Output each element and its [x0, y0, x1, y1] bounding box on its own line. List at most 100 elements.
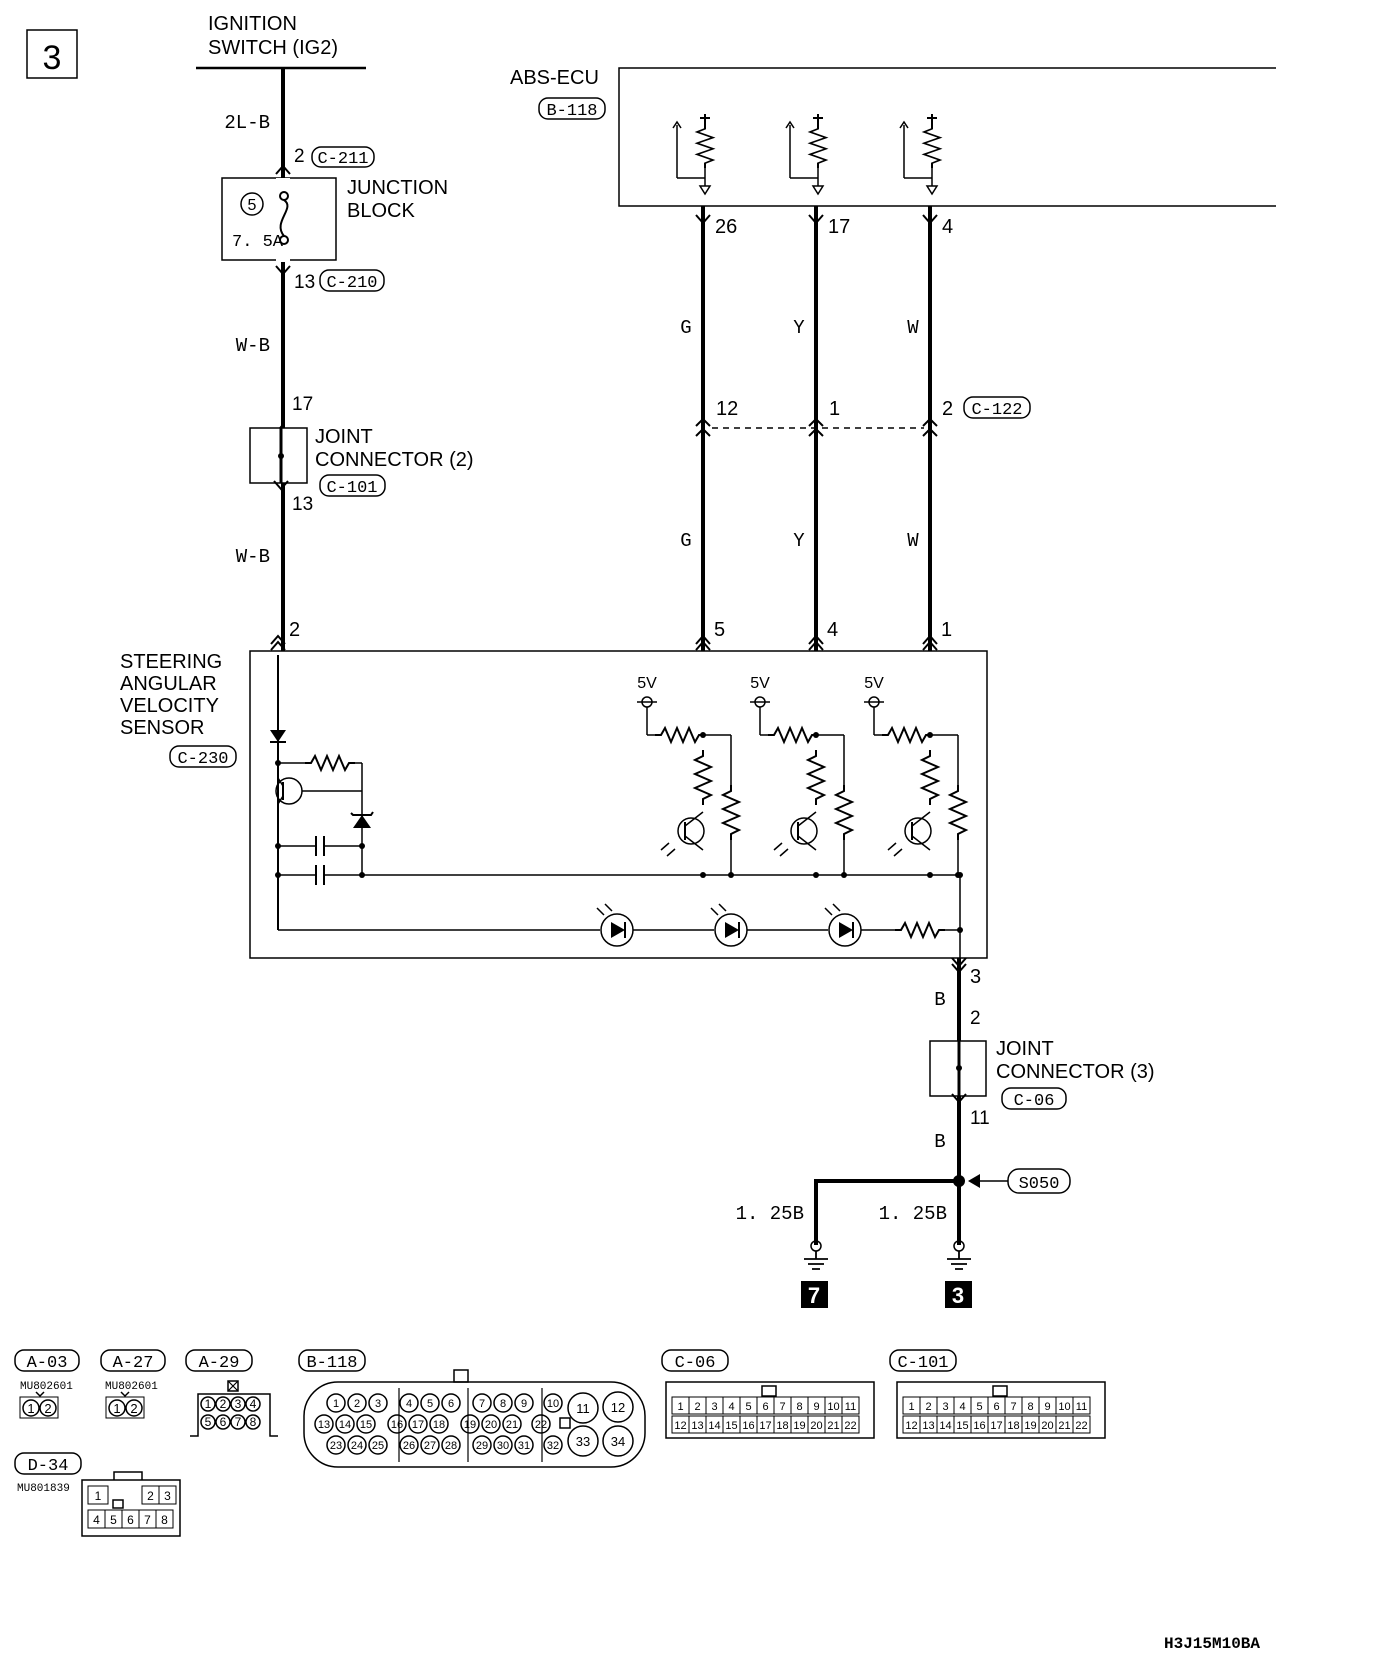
conn-b-118: B-118 [546, 102, 597, 121]
connector-pin-label: 1 [333, 1398, 339, 1410]
abs-ecu-label: ABS-ECU [510, 67, 599, 89]
connector-pin-label: 9 [813, 1401, 819, 1413]
connector-pin-label: 31 [518, 1440, 530, 1452]
connector-pin [472, 1393, 492, 1413]
svg-text:2: 2 [294, 146, 305, 167]
connector-pin [356, 1414, 376, 1434]
conn-c-211: C-211 [317, 150, 368, 169]
svg-text:5: 5 [248, 197, 257, 214]
connector-pin-label: 12 [674, 1420, 686, 1432]
connector-pin-label: 18 [776, 1420, 788, 1432]
connector-pin-label: 10 [827, 1401, 839, 1413]
svg-text:8: 8 [250, 1415, 257, 1429]
joint-connector-2-label-2: CONNECTOR (2) [315, 449, 474, 471]
abs-ecu-box [618, 67, 1276, 207]
connector-pin-label: 2 [354, 1398, 360, 1410]
conn-c-06: C-06 [1014, 1092, 1055, 1111]
connector-pin-label: 14 [939, 1420, 951, 1432]
connector-pin [347, 1393, 367, 1413]
connector-pin [493, 1435, 513, 1455]
svg-text:2: 2 [220, 1397, 227, 1411]
connector-pin-label: 15 [956, 1420, 968, 1432]
connector-pin-label: 19 [1024, 1420, 1036, 1432]
joint-connector-3-label-2: CONNECTOR (3) [996, 1061, 1155, 1083]
page-number-box [26, 29, 78, 79]
connector-pin-label: 5 [427, 1398, 433, 1410]
connector-pin-label: 13 [691, 1420, 703, 1432]
connector-pin-label: 8 [1027, 1401, 1033, 1413]
ground-point-7 [801, 1281, 828, 1308]
connector-pin [602, 1391, 634, 1423]
connector-pin-label: 6 [127, 1513, 134, 1527]
svg-text:4: 4 [250, 1397, 257, 1411]
connector-pin-label: 18 [433, 1419, 445, 1431]
svg-text:2: 2 [130, 1401, 137, 1416]
wire-label-w-b-2: W-B [236, 546, 270, 568]
svg-text:5: 5 [205, 1415, 212, 1429]
ignition-label-1: IGNITION [208, 13, 297, 35]
connector-pin-label: 29 [476, 1440, 488, 1452]
svg-text:3: 3 [952, 1283, 964, 1308]
svg-text:B-118: B-118 [306, 1354, 357, 1373]
connector-view-a27: A-27 MU802601 1 2 [100, 1349, 166, 1419]
connector-pin-label: 3 [375, 1398, 381, 1410]
ecu-input-circuits [672, 114, 941, 196]
fuse-rating: 7. 5A [232, 233, 284, 252]
svg-text:5V: 5V [750, 675, 770, 692]
wire-label-g-2: G [680, 530, 691, 552]
wire-label-b-2: B [934, 1131, 945, 1153]
svg-text:5V: 5V [637, 675, 657, 692]
wire-label-2l-b: 2L-B [224, 112, 270, 134]
connector-pin-label: 21 [827, 1420, 839, 1432]
connector-pin-label: 24 [351, 1440, 363, 1452]
sensor-pin-5: 5 [714, 619, 725, 641]
connector-pin-cell [1072, 1415, 1091, 1434]
c122-pin-1: 1 [829, 398, 840, 420]
connector-pin [602, 1425, 634, 1457]
svg-text:7: 7 [235, 1415, 242, 1429]
connector-pin-label: 1 [95, 1489, 102, 1503]
connector-pin-label: 7 [1010, 1401, 1016, 1413]
connector-pin [493, 1393, 513, 1413]
svg-text:MU802601: MU802601 [105, 1381, 158, 1393]
connector-pin-cell [155, 1509, 174, 1529]
connector-pin-label: 11 [1076, 1401, 1087, 1413]
connector-pin-label: 1 [908, 1401, 914, 1413]
connector-pin [543, 1393, 563, 1413]
connector-pin-label: 14 [708, 1420, 720, 1432]
connector-pin [502, 1414, 522, 1434]
connector-pin-label: 4 [728, 1401, 734, 1413]
connector-pin-label: 8 [796, 1401, 802, 1413]
conn-c-122: C-122 [971, 401, 1022, 420]
connector-pin-label: 25 [372, 1440, 384, 1452]
led-string [278, 875, 963, 958]
wire-label-b-1: B [934, 989, 945, 1011]
conn-c-101: C-101 [326, 479, 377, 498]
connector-pin-cell [1072, 1396, 1091, 1415]
connector-pin [326, 1393, 346, 1413]
svg-text:MU801839: MU801839 [17, 1483, 70, 1495]
connector-pin-label: 19 [464, 1419, 476, 1431]
svg-text:A-27: A-27 [113, 1354, 154, 1373]
connector-pin-label: 11 [845, 1401, 856, 1413]
connector-pin-label: 7 [779, 1401, 785, 1413]
connector-pin [399, 1393, 419, 1413]
conn-c-230: C-230 [177, 750, 228, 769]
svg-text:A-29: A-29 [199, 1354, 240, 1373]
connector-pin-label: 13 [318, 1419, 330, 1431]
connector-pin-label: 9 [521, 1398, 527, 1410]
connector-pin [420, 1393, 440, 1413]
ground-wire-label-left: 1. 25B [736, 1203, 804, 1225]
connector-pin [399, 1435, 419, 1455]
wire-label-y-1: Y [793, 317, 805, 339]
connector-pin-label: 3 [711, 1401, 717, 1413]
svg-text:MU802601: MU802601 [20, 1381, 73, 1393]
connector-pin-label: 34 [611, 1434, 625, 1449]
connector-pin-label: 20 [485, 1419, 497, 1431]
connector-pin-label: 16 [391, 1419, 403, 1431]
connector-pin-label: 13 [922, 1420, 934, 1432]
ground-wire-label-right: 1. 25B [879, 1203, 947, 1225]
connector-pin [368, 1393, 388, 1413]
